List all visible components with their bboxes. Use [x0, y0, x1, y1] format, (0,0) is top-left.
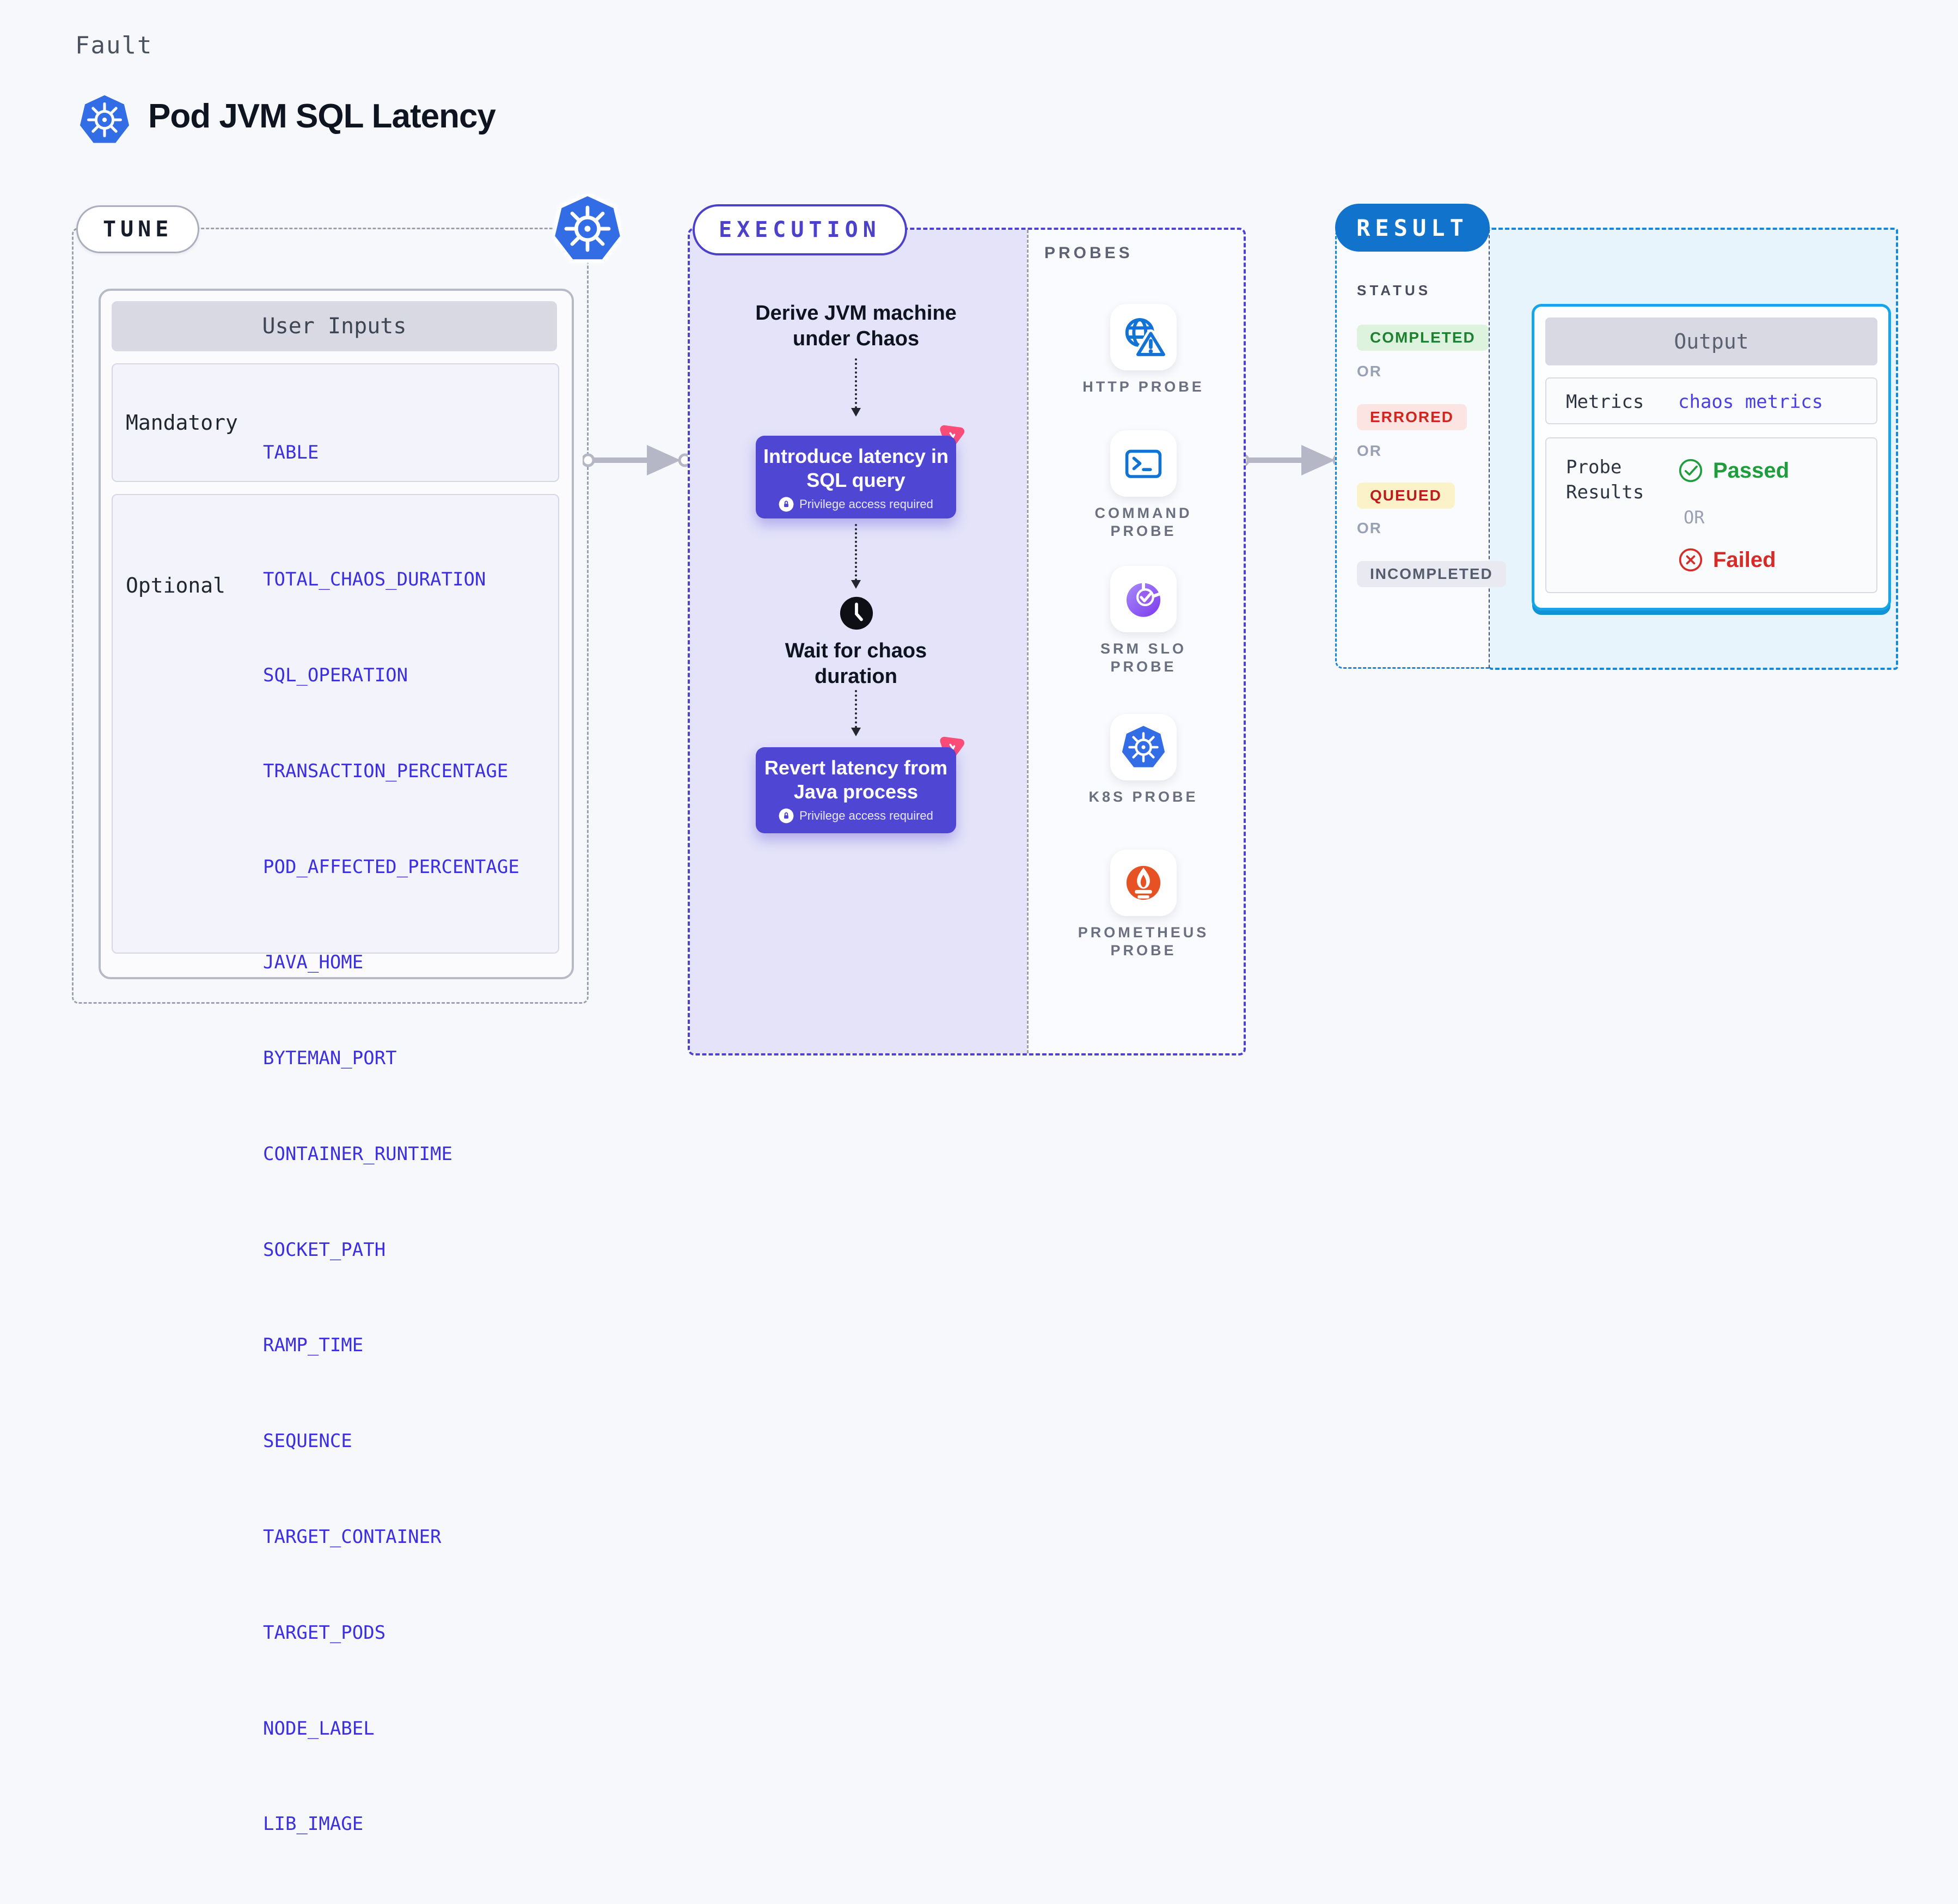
input-item: TRANSACTION_PERCENTAGE — [263, 760, 509, 782]
probe-label: HTTP PROBE — [1082, 379, 1204, 395]
output-header: Output — [1545, 318, 1877, 365]
result-badge: RESULT — [1335, 204, 1490, 252]
input-item: SEQUENCE — [263, 1430, 352, 1453]
probe-k8s: K8S PROBE — [1035, 714, 1252, 806]
input-item: JAVA_HOME — [263, 951, 364, 974]
card-title-line1: Revert latency from — [764, 756, 948, 779]
input-item: NODE_LABEL — [263, 1717, 375, 1740]
diagram-page: { "header": { "category": "Fault", "titl… — [72, 32, 1898, 1835]
kubernetes-icon — [79, 94, 130, 146]
step-introduce-latency-card: Introduce latency in SQL query Privilege… — [756, 436, 956, 518]
failed-label: Failed — [1713, 547, 1776, 572]
card-title-line2: SQL query — [806, 469, 905, 491]
probe-label: COMMAND PROBE — [1094, 505, 1192, 539]
tune-badge: TUNE — [76, 205, 200, 253]
lock-icon — [779, 808, 794, 823]
clock-icon — [840, 596, 873, 630]
metrics-value: chaos metrics — [1678, 391, 1824, 413]
or-label: OR — [1357, 442, 1382, 459]
step-wait-duration: Wait for chaos duration — [747, 638, 965, 689]
lock-icon — [779, 497, 794, 512]
verdict-passed: Passed — [1678, 458, 1789, 483]
probe-command: COMMAND PROBE — [1035, 430, 1252, 540]
status-badge-completed: COMPLETED — [1357, 325, 1489, 351]
probe-results-label: Probe Results — [1566, 456, 1644, 503]
privilege-note-text: Privilege access required — [799, 497, 933, 511]
output-panel: Output Metrics chaos metrics Probe Resul… — [1532, 304, 1891, 611]
card-title-line2: Java process — [793, 780, 919, 803]
passed-label: Passed — [1713, 458, 1790, 483]
probe-prometheus: PROMETHEUS PROBE — [1035, 850, 1252, 960]
user-inputs-header: User Inputs — [112, 301, 557, 351]
arrow-execution-to-result — [1237, 445, 1346, 475]
input-item: BYTEMAN_PORT — [263, 1047, 397, 1070]
card-title: Revert latency from Java process — [756, 756, 956, 804]
mandatory-label: Mandatory — [126, 411, 238, 435]
tune-section-box — [72, 228, 589, 1004]
metrics-label: Metrics — [1566, 391, 1644, 413]
optional-items-list: TOTAL_CHAOS_DURATION SQL_OPERATION TRANS… — [263, 500, 519, 1904]
srm-slo-probe-icon — [1110, 566, 1177, 632]
page-title: Pod JVM SQL Latency — [148, 97, 496, 135]
result-status-box — [1335, 228, 1490, 669]
input-item: SQL_OPERATION — [263, 664, 408, 686]
input-item: TARGET_PODS — [263, 1621, 386, 1644]
input-item: RAMP_TIME — [263, 1334, 364, 1357]
status-heading: STATUS — [1357, 282, 1431, 298]
dotted-arrow-down — [851, 358, 861, 417]
privilege-note: Privilege access required — [756, 497, 956, 512]
probes-divider — [1027, 230, 1029, 1053]
input-item: CONTAINER_RUNTIME — [263, 1143, 452, 1165]
probe-label: PROMETHEUS PROBE — [1078, 924, 1209, 959]
http-probe-icon — [1110, 304, 1177, 370]
probe-results-row: Probe Results Passed OR Failed — [1545, 437, 1877, 593]
probe-label: K8S PROBE — [1088, 789, 1198, 805]
metrics-row: Metrics chaos metrics — [1545, 377, 1877, 424]
input-item: TARGET_CONTAINER — [263, 1526, 442, 1548]
or-label: OR — [1357, 520, 1382, 536]
optional-label: Optional — [126, 573, 226, 597]
step-derive-line1: Derive JVM machine — [755, 302, 957, 325]
probes-heading: PROBES — [1044, 244, 1133, 262]
execution-badge: EXECUTION — [693, 204, 907, 255]
step-wait-line2: duration — [815, 665, 897, 688]
dotted-arrow-down — [851, 690, 861, 736]
kubernetes-icon — [554, 194, 621, 263]
input-item: SOCKET_PATH — [263, 1238, 386, 1261]
probe-srm-slo: SRM SLO PROBE — [1035, 566, 1252, 676]
step-derive-jvm: Derive JVM machine under Chaos — [747, 301, 965, 352]
check-circle-icon — [1679, 459, 1703, 483]
step-wait-line1: Wait for chaos — [785, 639, 927, 662]
input-item: TABLE — [263, 442, 319, 463]
x-circle-icon — [1679, 548, 1703, 572]
input-item: TOTAL_CHAOS_DURATION — [263, 569, 486, 591]
status-badge-queued: QUEUED — [1357, 483, 1455, 509]
command-probe-icon — [1110, 430, 1177, 497]
execution-fill — [690, 230, 1027, 1053]
privilege-note: Privilege access required — [756, 808, 956, 823]
step-derive-line2: under Chaos — [792, 327, 920, 350]
input-item: POD_AFFECTED_PERCENTAGE — [263, 856, 519, 878]
card-title: Introduce latency in SQL query — [756, 444, 956, 492]
arrow-tune-to-execution — [583, 445, 692, 475]
probe-label: SRM SLO PROBE — [1100, 640, 1186, 675]
input-item: LIB_IMAGE — [263, 1813, 364, 1835]
dotted-arrow-down — [851, 524, 861, 589]
prometheus-probe-icon — [1110, 850, 1177, 916]
or-label: OR — [1684, 507, 1705, 528]
or-label: OR — [1357, 363, 1382, 380]
privilege-note-text: Privilege access required — [799, 809, 933, 822]
k8s-probe-icon — [1110, 714, 1177, 780]
verdict-failed: Failed — [1678, 547, 1776, 572]
step-revert-latency-card: Revert latency from Java process Privile… — [756, 747, 956, 833]
fault-category-label: Fault — [75, 32, 153, 59]
probe-http: HTTP PROBE — [1035, 304, 1252, 396]
card-title-line1: Introduce latency in — [763, 445, 949, 467]
status-badge-errored: ERRORED — [1357, 404, 1467, 430]
optional-inputs-group: Optional TOTAL_CHAOS_DURATION SQL_OPERAT… — [112, 494, 559, 1835]
status-badge-incompleted: INCOMPLETED — [1357, 561, 1506, 587]
mandatory-inputs-group: Mandatory TABLE SQL_LATENCY SQL_DATA_ACC… — [112, 363, 559, 660]
